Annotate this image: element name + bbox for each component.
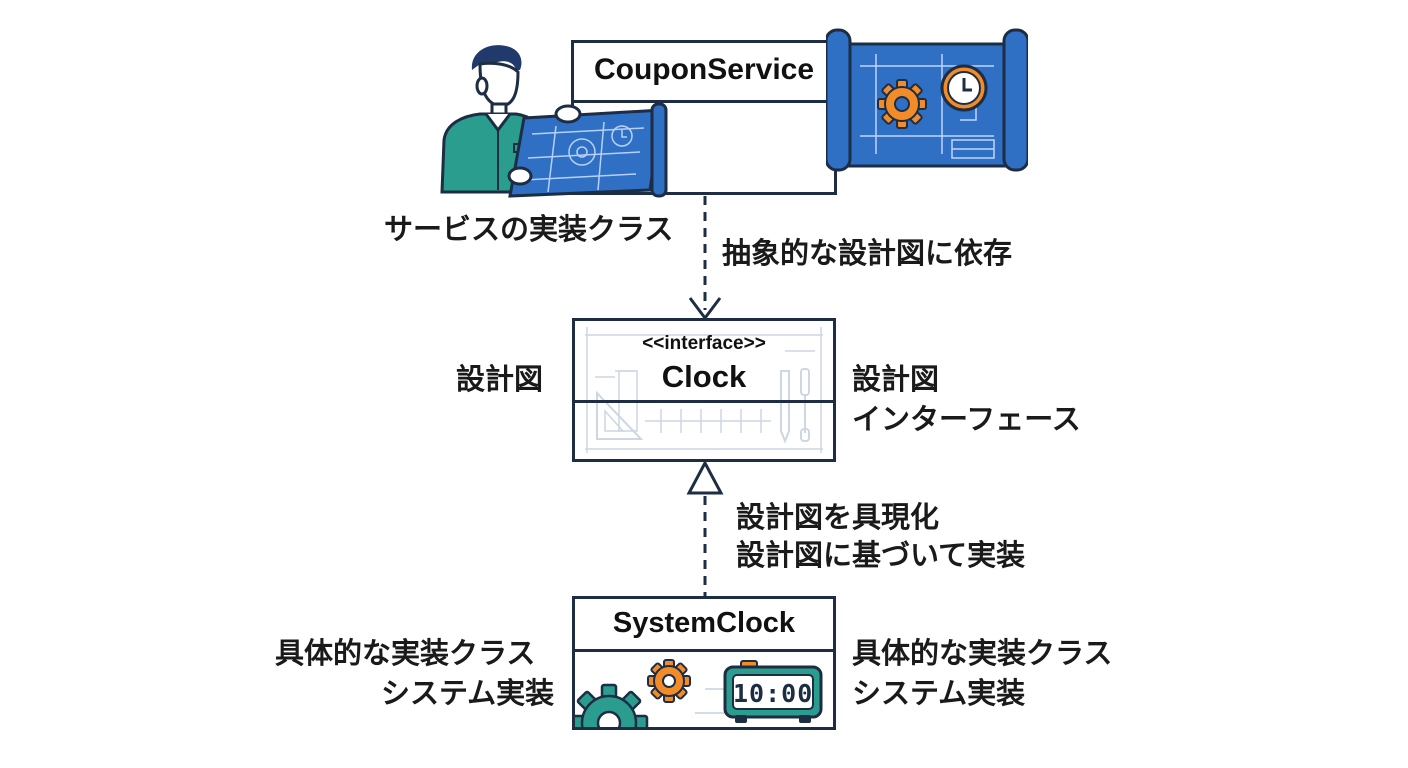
interface-stereotype: <<interface>> [642,333,766,354]
system-clock-box: SystemClock [572,596,836,730]
blueprint-scroll-illustration [826,28,1028,172]
system-clock-title: SystemClock [612,607,796,639]
system-clock-divider [575,649,833,652]
blueprint-clock-icon [940,64,988,112]
realization-arrowhead [686,459,724,495]
impl-left-label-line2: システム実装 [381,676,555,710]
digital-clock-icon [723,660,823,723]
realization-label-line2: 設計図に基づいて実装 [736,538,1026,572]
realization-label-line1: 設計図を具現化 [736,500,940,534]
clock-interface-box: <<interface>> Clock [572,318,836,462]
system-clock-illustration [575,659,823,727]
clock-interface-divider [575,400,833,403]
interface-right-label-line2: インターフェース [852,402,1081,436]
coupon-service-title: CouponService [593,53,815,86]
interface-title: Clock [661,359,747,394]
interface-right-label-line1: 設計図 [852,362,940,396]
orange-gear-icon [647,659,691,703]
teal-gear-icon [575,683,649,727]
digital-clock-time: 10:00 [733,679,814,708]
blueprint-gear-icon [877,79,927,129]
impl-right-label-line1: 具体的な実装クラス [852,636,1113,670]
dependency-label: 抽象的な設計図に依存 [722,236,1013,270]
engineer-illustration [440,45,668,198]
coupon-service-divider [574,100,834,103]
service-caption: サービスの実装クラス [384,212,674,246]
impl-right-label-line2: システム実装 [852,676,1026,710]
impl-left-label-line1: 具体的な実装クラス [275,636,536,670]
interface-left-label: 設計図 [456,362,544,396]
